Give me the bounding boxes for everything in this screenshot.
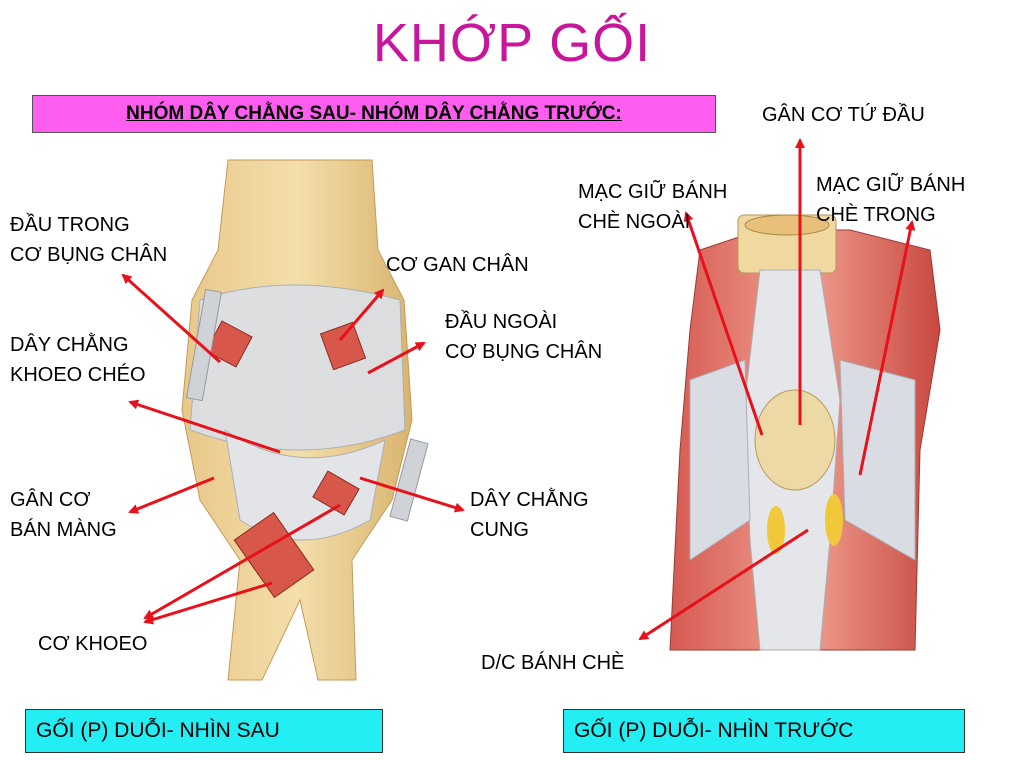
arrow-co-khoeo-1 — [143, 503, 341, 620]
pointer-arrows — [121, 138, 916, 641]
arrow-mac-giu-trong — [858, 220, 916, 476]
arrow-co-khoeo-2 — [143, 581, 273, 625]
label-co-gan-chan: CƠ GAN CHÂN — [386, 254, 529, 276]
arrow-gan-co-ban-mang — [128, 476, 215, 514]
arrow-mac-giu-ngoai — [683, 211, 764, 436]
caption-anterior: GỐI (P) DUỖI- NHÌN TRƯỚC — [563, 709, 965, 753]
arrow-day-chang-cung — [359, 476, 465, 513]
arrow-dc-banh-che — [638, 528, 809, 641]
label-gan-co-tu-dau: GÂN CƠ TỨ ĐẦU — [762, 104, 925, 126]
arrow-dau-ngoai — [367, 341, 426, 375]
arrow-co-gan-chan — [338, 288, 385, 341]
label-mac-giu-trong: MẠC GIỮ BÁNH CHÈ TRONG — [816, 174, 966, 226]
caption-posterior: GỐI (P) DUỖI- NHÌN SAU — [25, 709, 383, 753]
arrow-day-chang-khoeo — [128, 399, 281, 454]
caption-anterior-text: GỐI (P) DUỖI- NHÌN TRƯỚC — [574, 719, 854, 742]
label-dc-banh-che: D/C BÁNH CHÈ — [481, 652, 625, 674]
caption-posterior-text: GỐI (P) DUỖI- NHÌN SAU — [36, 719, 280, 742]
label-gan-co-ban-mang: GÂN CƠ BÁN MÀNG — [10, 489, 117, 541]
page-title: KHỚP GỐI — [372, 13, 652, 73]
label-day-chang-khoeo: DÂY CHẰNG KHOEO CHÉO — [10, 334, 146, 386]
label-day-chang-cung: DÂY CHẰNG CUNG — [470, 489, 589, 541]
subtitle-text: NHÓM DÂY CHẰNG SAU- NHÓM DÂY CHẰNG TRƯỚC… — [126, 103, 622, 124]
label-dau-ngoai: ĐẦU NGOÀI CƠ BỤNG CHÂN — [445, 311, 603, 363]
posterior-knee-illustration — [181, 159, 429, 681]
subtitle-box: NHÓM DÂY CHẰNG SAU- NHÓM DÂY CHẰNG TRƯỚC… — [32, 95, 716, 133]
arrow-dau-trong — [121, 273, 222, 364]
label-mac-giu-ngoai: MẠC GIỮ BÁNH CHÈ NGOÀI — [578, 181, 728, 233]
label-co-khoeo: CƠ KHOEO — [38, 633, 148, 655]
anterior-knee-illustration — [669, 214, 941, 651]
label-dau-trong: ĐẦU TRONG CƠ BỤNG CHÂN — [10, 214, 168, 266]
